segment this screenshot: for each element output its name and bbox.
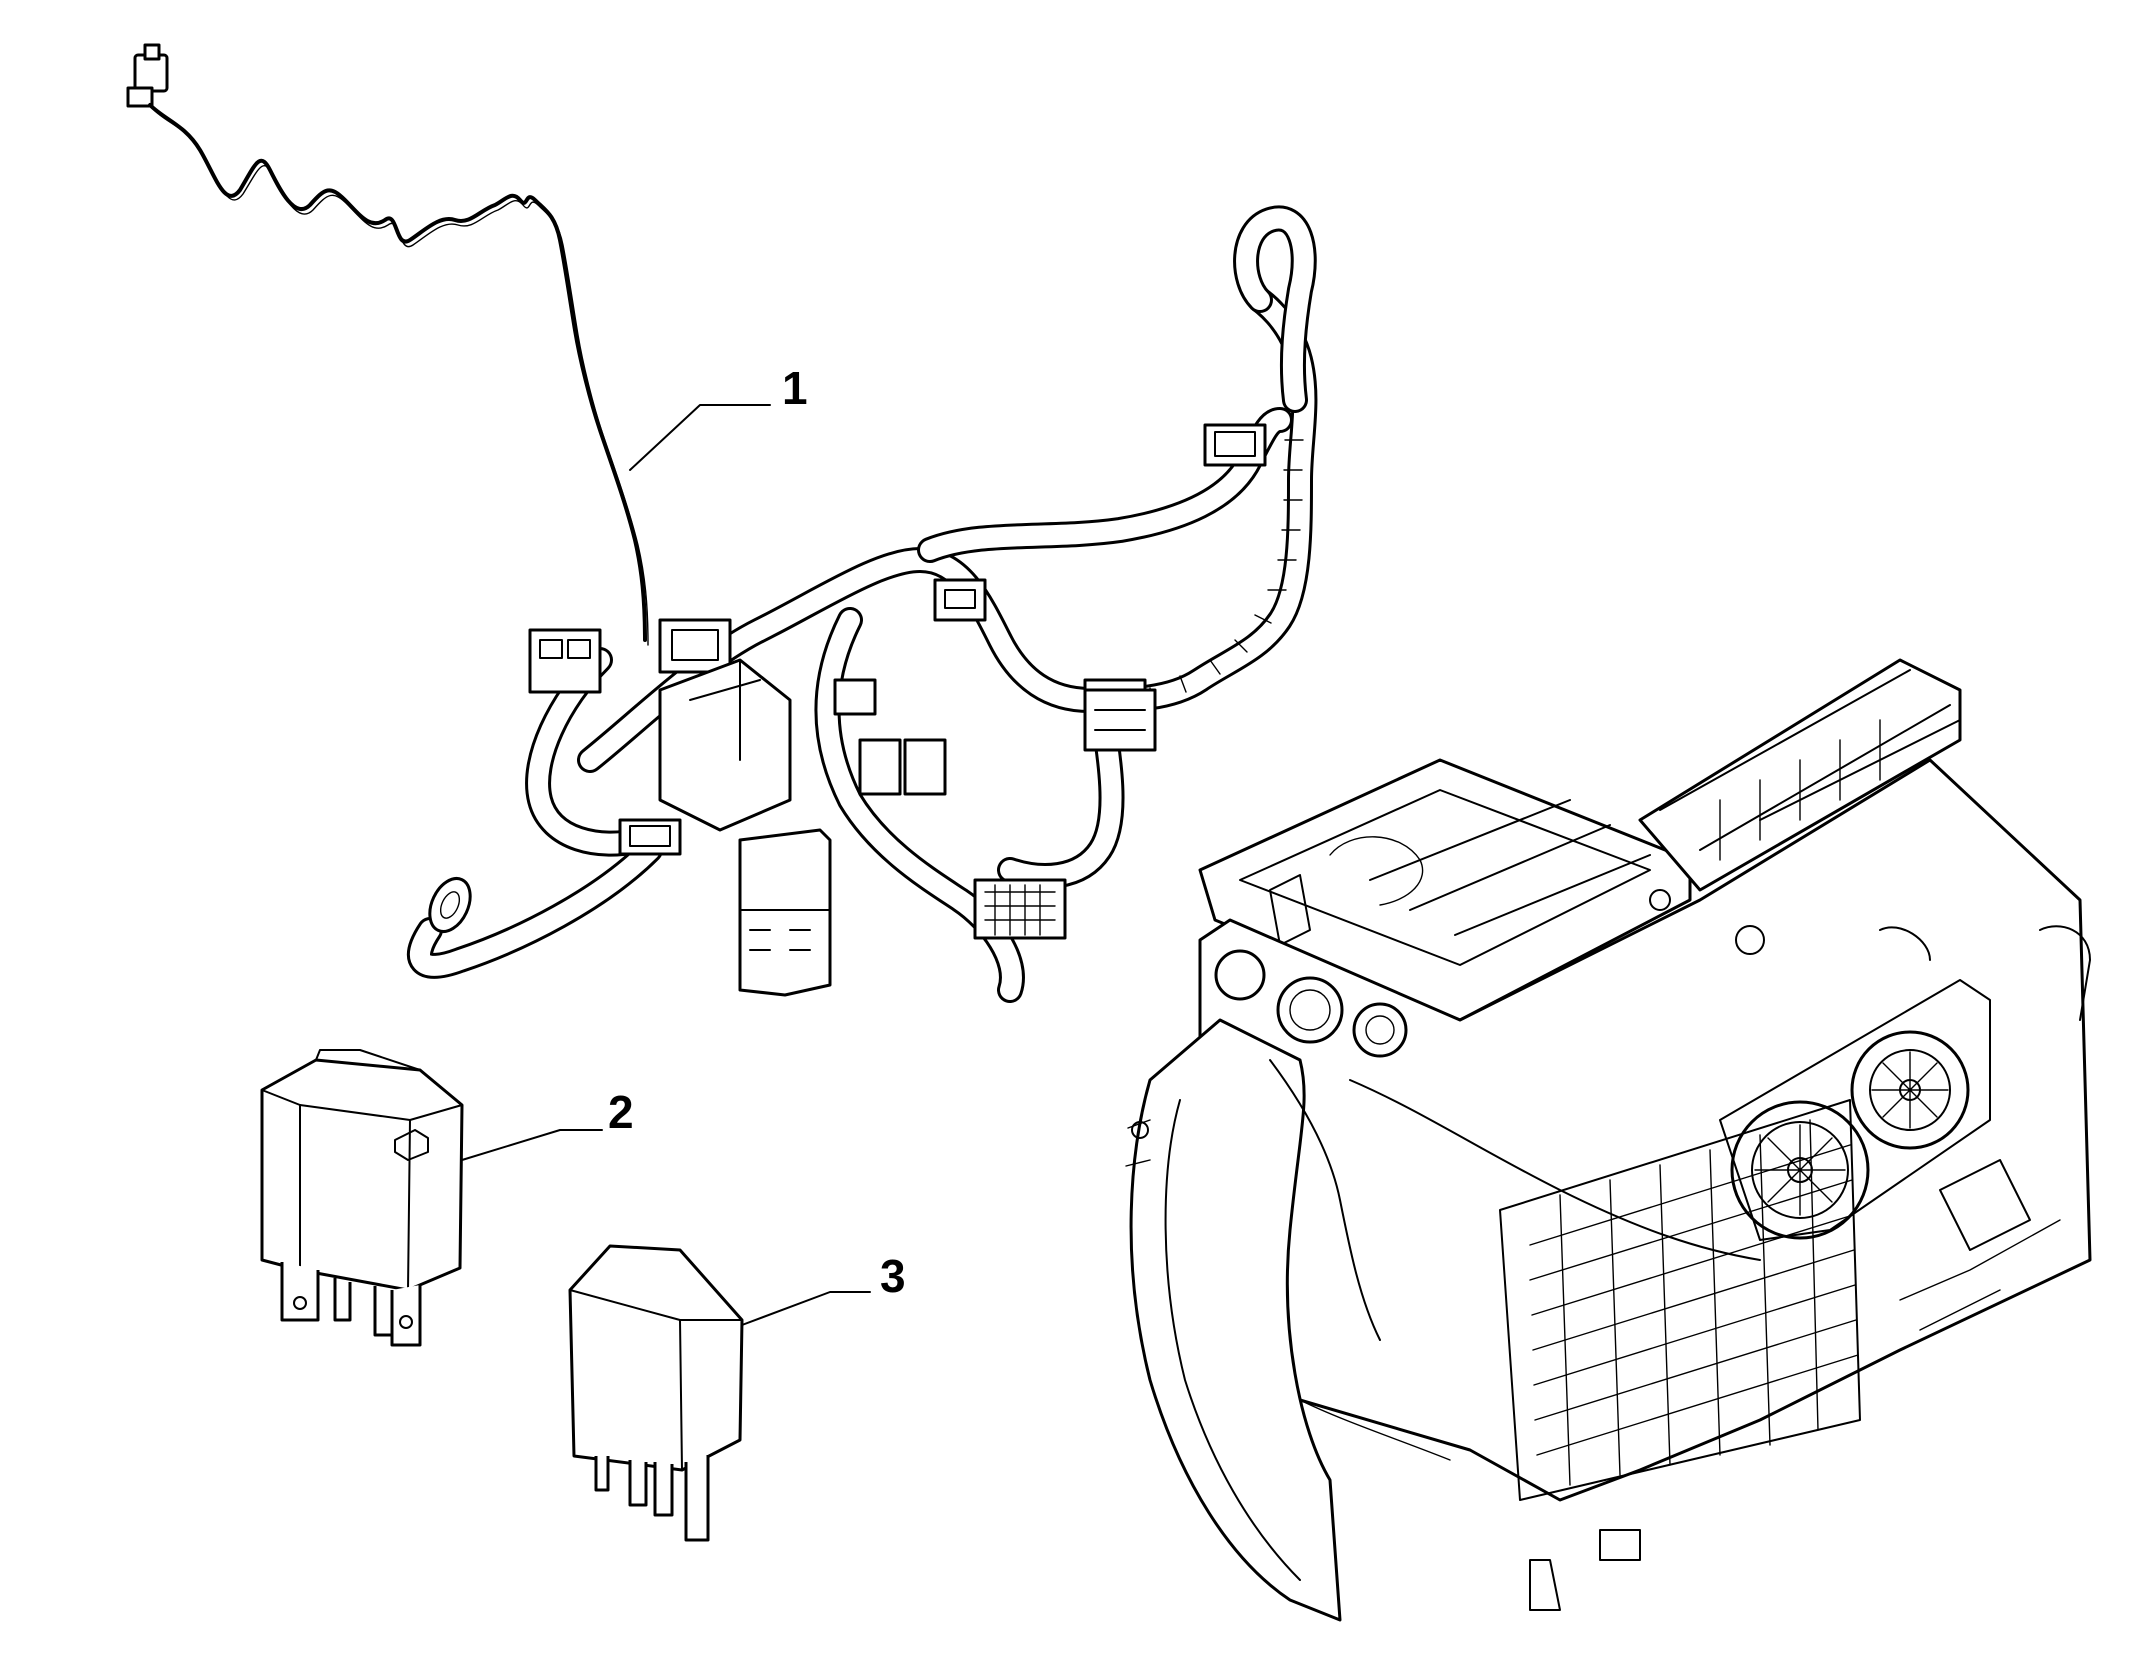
relay-large: 2 <box>260 1049 634 1347</box>
callout-3-leader <box>741 1291 871 1326</box>
harness-connector-h <box>858 738 947 796</box>
harness-connector-f <box>933 578 987 622</box>
callout-2-label: 2 <box>608 1086 634 1138</box>
harness-sleeve-block <box>1083 688 1157 752</box>
wiring-harness: 1 <box>126 43 1318 1003</box>
harness-connector-right <box>1203 423 1267 467</box>
harness-connector-a <box>528 628 602 694</box>
callout-1-leader <box>629 404 771 471</box>
callout-3-label: 3 <box>880 1250 906 1302</box>
vent-dial-right <box>1850 1030 1970 1150</box>
relay-small: 3 <box>568 1244 906 1542</box>
top-connector <box>126 43 169 108</box>
callout-1-label: 1 <box>782 362 808 414</box>
vent-dial-left <box>1730 1100 1870 1240</box>
harness-connector-b <box>658 618 732 674</box>
harness-connector-d <box>618 818 682 856</box>
harness-connector-multipin <box>973 878 1067 940</box>
ring-terminal <box>428 877 472 933</box>
harness-connector-e <box>833 678 877 716</box>
harness-block-c <box>658 658 792 832</box>
hvac-unit <box>1125 658 2092 1622</box>
harness-fuse-block <box>738 828 832 997</box>
callout-2-leader <box>461 1129 603 1161</box>
signal-wire <box>148 103 647 642</box>
filter-grid <box>1499 1099 1861 1501</box>
